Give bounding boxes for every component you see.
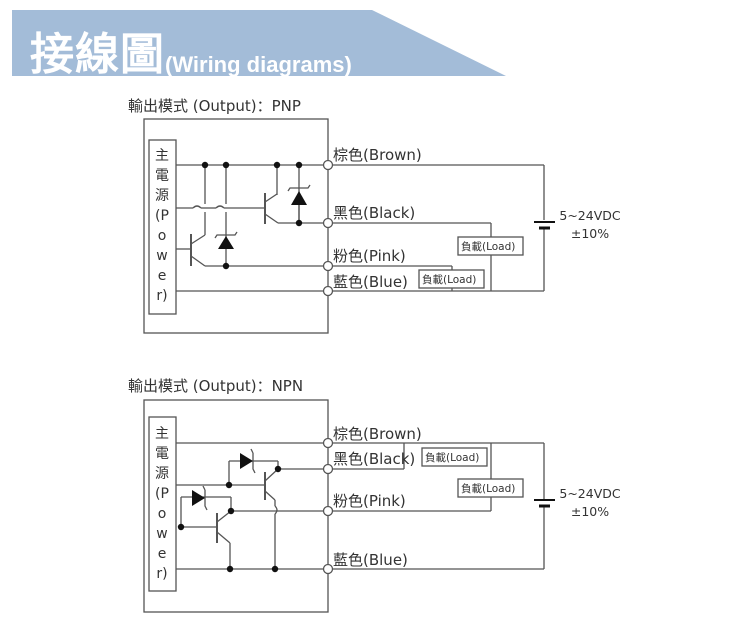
npn-power-char: 主: [155, 426, 169, 442]
npn-power-char: w: [156, 526, 167, 542]
npn-power-char: o: [158, 506, 167, 522]
pnp-power-char: 電: [155, 168, 169, 184]
npn-load-box-2: [457, 478, 524, 498]
banner-background: [12, 10, 506, 76]
pnp-section-title: 輸出模式 (Output)：PNP: [128, 97, 301, 115]
wire-segment: [192, 205, 202, 209]
npn-terminal-blue: [322, 563, 334, 575]
npn-power-char: (P: [155, 486, 169, 502]
npn-load-box-1: [421, 447, 488, 467]
wire-segment: [225, 481, 233, 489]
wire-segment: [226, 565, 234, 573]
wire-segment: [190, 234, 206, 245]
pnp-terminal-black: [322, 217, 334, 229]
npn-wire-label-pink: 粉色(Pink): [333, 492, 406, 510]
npn-terminal-black: [322, 463, 334, 475]
pnp-load-label-2: 負載(Load): [422, 274, 476, 286]
wire-segment: [295, 219, 303, 227]
wire-segment: [274, 465, 282, 473]
wire-segment: [216, 531, 231, 544]
wire-segment: [227, 507, 235, 515]
page-title-en: (Wiring diagrams): [165, 52, 352, 77]
npn-power-char: e: [158, 546, 167, 562]
wire-segment: [190, 255, 206, 267]
wire-segment: [264, 213, 279, 224]
npn-section-title: 輸出模式 (Output)：NPN: [128, 377, 304, 395]
wire-segment: [201, 161, 209, 169]
npn-diode-1-icon: [240, 453, 253, 469]
npn-sensor-housing: [143, 399, 329, 613]
pnp-diode-1-icon: [291, 191, 307, 205]
pnp-supply-tolerance: ±10%: [571, 226, 609, 241]
wire-segment: [264, 490, 276, 501]
header-banner: 接線圖(Wiring diagrams): [0, 0, 744, 80]
banner-shape: [12, 10, 506, 76]
pnp-power-char: r): [156, 288, 167, 304]
wire-segment: [264, 193, 278, 203]
npn-terminal-pink: [322, 505, 334, 517]
wire-segment: [274, 505, 278, 515]
pnp-wire-label-brown: 棕色(Brown): [333, 146, 422, 164]
npn-power-box: [148, 416, 177, 592]
pnp-terminal-blue: [322, 285, 334, 297]
pnp-power-char: 主: [155, 148, 169, 164]
wire-segment: [222, 262, 230, 270]
npn-diode-2-icon: [192, 490, 205, 506]
pnp-power-char: (P: [155, 208, 169, 224]
pnp-supply-voltage: 5~24VDC: [559, 208, 621, 223]
wire-segment: [215, 205, 225, 209]
wire-segment: [250, 448, 256, 474]
pnp-terminal-brown: [322, 159, 334, 171]
npn-power-char: 電: [155, 446, 169, 462]
wire-segment: [202, 485, 208, 511]
npn-load-label-2: 負載(Load): [461, 483, 515, 495]
wire-segment: [214, 231, 238, 239]
npn-supply-tolerance: ±10%: [571, 504, 609, 519]
pnp-wire-label-pink: 粉色(Pink): [333, 247, 406, 265]
pnp-load-box-2: [418, 269, 485, 289]
wire-segment: [273, 161, 281, 169]
page-title: 接線圖(Wiring diagrams): [30, 18, 352, 82]
wire-segment: [287, 184, 311, 192]
wire-segment: [295, 161, 303, 169]
npn-wire-label-blue: 藍色(Blue): [333, 551, 408, 569]
page-title-cjk: 接線圖: [30, 29, 165, 80]
pnp-wire-label-blue: 藍色(Blue): [333, 273, 408, 291]
pnp-load-label-1: 負載(Load): [461, 241, 515, 253]
npn-power-char: r): [156, 566, 167, 582]
pnp-wire-label-black: 黑色(Black): [333, 204, 415, 222]
pnp-power-char: 源: [155, 188, 169, 204]
pnp-power-char: o: [158, 228, 167, 244]
pnp-power-char: w: [156, 248, 167, 264]
pnp-power-box: [148, 139, 177, 315]
wire-segment: [222, 161, 230, 169]
npn-wire-label-brown: 棕色(Brown): [333, 425, 422, 443]
npn-load-label-1: 負載(Load): [425, 452, 479, 464]
pnp-diode-2-icon: [218, 236, 234, 249]
npn-power-char: 源: [155, 466, 169, 482]
wire-segment: [177, 523, 185, 531]
pnp-terminal-pink: [322, 260, 334, 272]
npn-wire-label-black: 黑色(Black): [333, 450, 415, 468]
pnp-load-box-1: [457, 236, 524, 256]
npn-supply-voltage: 5~24VDC: [559, 486, 621, 501]
wire-segment: [271, 565, 279, 573]
pnp-power-char: e: [158, 268, 167, 284]
npn-terminal-brown: [322, 437, 334, 449]
